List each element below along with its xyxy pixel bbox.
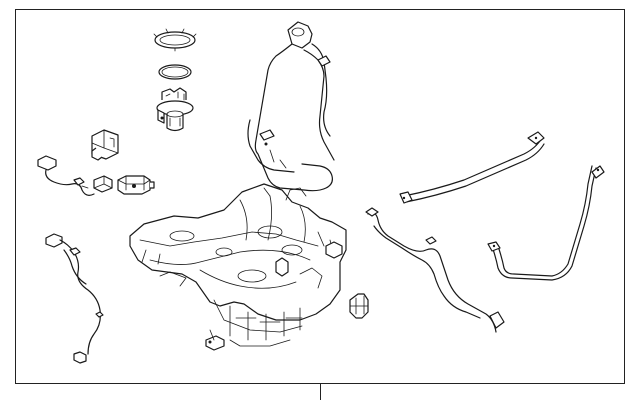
filler-neck[interactable] <box>247 21 335 192</box>
fuel-line[interactable] <box>365 207 505 333</box>
wiring-harness-upper-left[interactable] <box>37 155 113 196</box>
fuel-pressure-sensor[interactable] <box>117 175 155 195</box>
fuel-pump-lock-ring[interactable] <box>153 28 197 52</box>
fuel-tank[interactable] <box>129 183 347 351</box>
diagram-frame <box>15 9 625 384</box>
callout-tick <box>320 384 321 400</box>
tank-strap-rear[interactable] <box>487 165 605 281</box>
fuel-pump-module[interactable] <box>156 87 194 132</box>
wiring-harness-lower-left[interactable] <box>45 233 104 364</box>
fuel-pump-seal-ring[interactable] <box>158 64 192 80</box>
clip[interactable] <box>349 293 369 319</box>
tank-strap-front[interactable] <box>399 131 545 204</box>
vent-valve[interactable] <box>91 129 119 161</box>
